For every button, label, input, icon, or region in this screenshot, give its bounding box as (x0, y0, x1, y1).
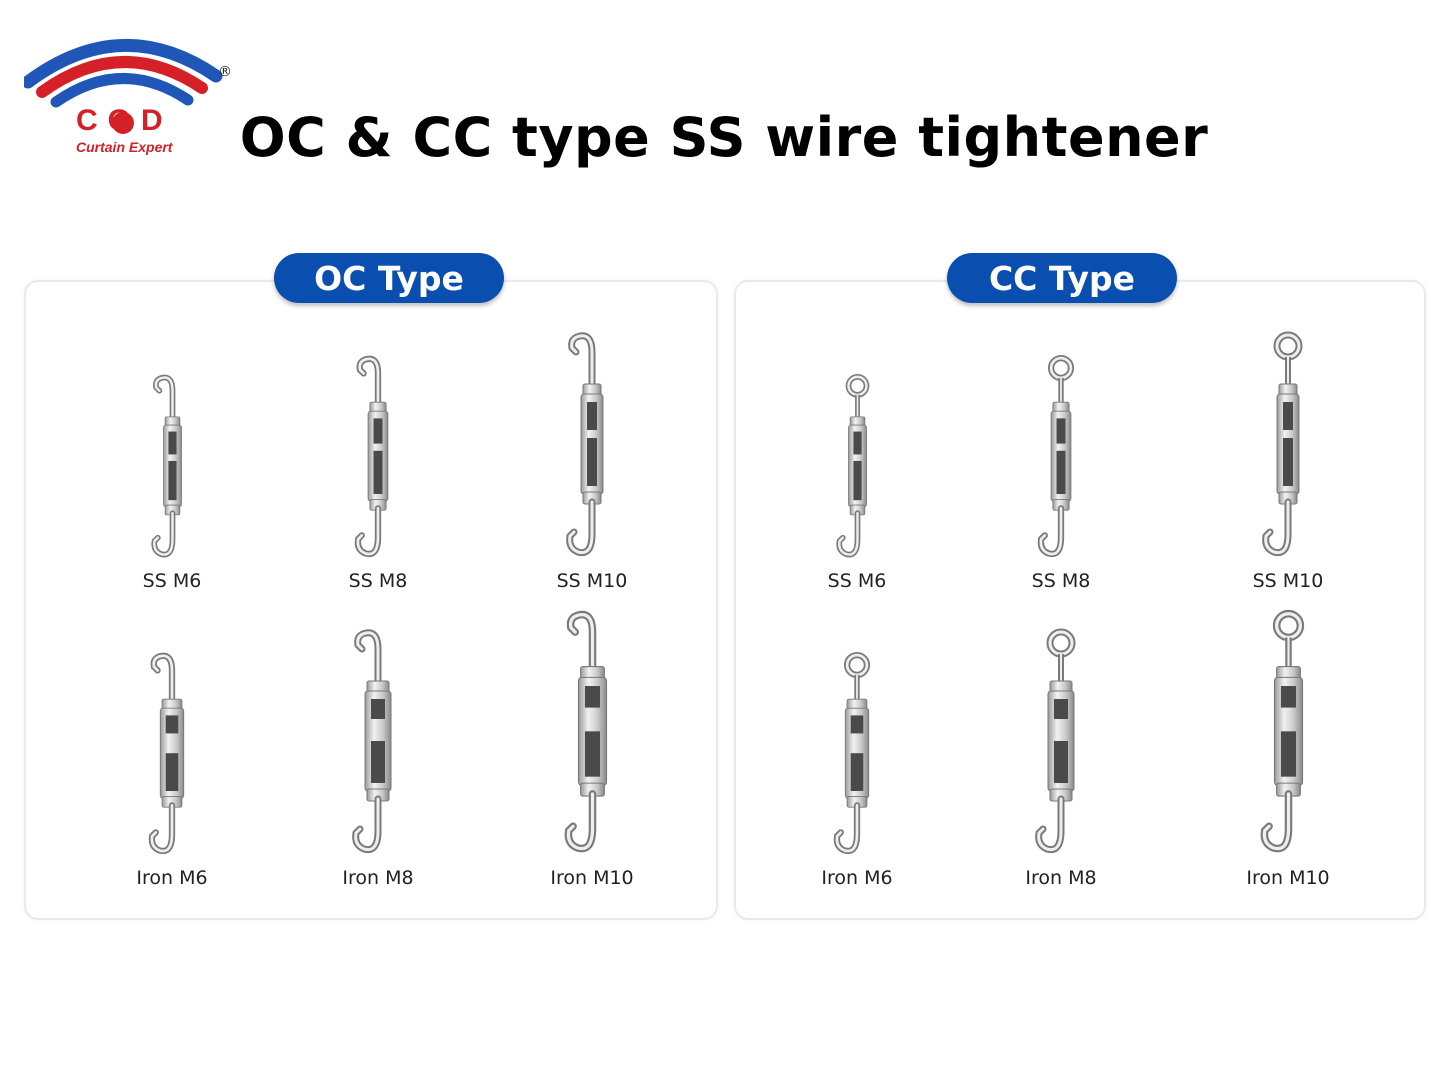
oc-tightener-iron-m6-icon (148, 652, 185, 855)
product-caption: SS M6 (142, 570, 202, 592)
oc-product-ss-m6: SS M6 (92, 369, 252, 592)
oc-tightener-ss-m8-icon (354, 355, 389, 558)
product-caption: SS M8 (1031, 570, 1091, 592)
oc-product-iron-m10: Iron M10 (512, 604, 672, 889)
product-caption: Iron M10 (1246, 867, 1330, 889)
cc-tightener-ss-m10-icon (1262, 331, 1303, 557)
cc-product-ss-m8: SS M8 (981, 350, 1141, 592)
cc-tightener-iron-m10-icon (1260, 609, 1304, 853)
oc-type-badge: OC Type (274, 253, 504, 303)
cc-product-iron-m10: Iron M10 (1208, 604, 1368, 889)
cc-product-ss-m6: SS M6 (777, 369, 937, 592)
cc-tightener-iron-m6-icon (833, 651, 871, 855)
product-caption: Iron M6 (821, 867, 893, 889)
product-caption: Iron M8 (342, 867, 414, 889)
cc-product-iron-m6: Iron M6 (777, 647, 937, 889)
oc-product-iron-m6: Iron M6 (92, 647, 252, 889)
product-caption: SS M10 (556, 570, 628, 592)
cc-product-ss-m10: SS M10 (1208, 326, 1368, 592)
cc-tightener-iron-m8-icon (1035, 628, 1076, 854)
cc-product-iron-m8: Iron M8 (981, 623, 1141, 889)
registered-mark: ® (218, 64, 232, 80)
cc-type-badge: CC Type (947, 253, 1177, 303)
oc-product-ss-m10: SS M10 (512, 326, 672, 592)
product-caption: SS M10 (1252, 570, 1324, 592)
oc-tightener-iron-m8-icon (352, 629, 392, 854)
oc-tightener-ss-m6-icon (150, 374, 182, 558)
oc-product-iron-m8: Iron M8 (298, 623, 458, 889)
cc-tightener-ss-m8-icon (1037, 354, 1075, 558)
product-caption: SS M8 (348, 570, 408, 592)
brand-dot-icon (112, 112, 134, 134)
oc-tightener-ss-m10-icon (566, 332, 604, 557)
product-caption: Iron M10 (550, 867, 634, 889)
oc-tightener-iron-m10-icon (564, 610, 607, 853)
cc-tightener-ss-m6-icon (835, 373, 869, 558)
page-title: OC & CC type SS wire tightener (239, 106, 1209, 169)
brand-tagline: Curtain Expert (76, 139, 173, 155)
product-caption: Iron M6 (136, 867, 208, 889)
oc-product-ss-m8: SS M8 (298, 350, 458, 592)
product-caption: SS M6 (827, 570, 887, 592)
product-caption: Iron M8 (1025, 867, 1097, 889)
brand-logo (21, 30, 244, 160)
logo-arcs-icon (21, 38, 223, 108)
